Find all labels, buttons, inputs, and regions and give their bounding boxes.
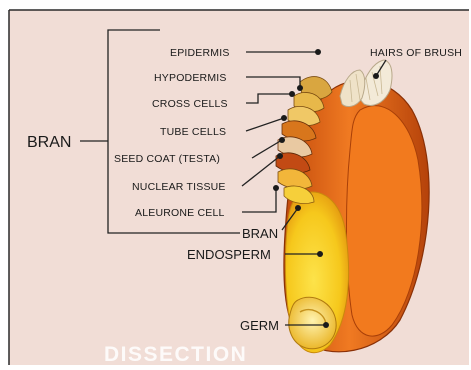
dot-seed-coat xyxy=(279,137,285,143)
label-nuclear-tissue: NUCLEAR TISSUE xyxy=(132,181,226,193)
dot-nuclear-tissue xyxy=(277,153,283,159)
label-bran: BRAN xyxy=(242,226,278,241)
dot-hypodermis xyxy=(297,85,303,91)
dot-cross-cells xyxy=(289,91,295,97)
watermark-dissection: DISSECTION xyxy=(104,343,247,366)
dot-hairs xyxy=(373,73,379,79)
label-seed-coat: SEED COAT (TESTA) xyxy=(114,153,220,165)
label-hypodermis: HYPODERMIS xyxy=(154,72,227,84)
label-germ: GERM xyxy=(240,318,279,333)
dot-germ xyxy=(323,322,329,328)
dot-bran xyxy=(295,205,301,211)
dot-tube-cells xyxy=(281,115,287,121)
dot-endosperm xyxy=(317,251,323,257)
label-tube-cells: TUBE CELLS xyxy=(160,126,226,138)
label-hairs-of-brush: HAIRS OF BRUSH xyxy=(370,47,462,59)
label-aleurone-cell: ALEURONE CELL xyxy=(135,207,225,219)
label-cross-cells: CROSS CELLS xyxy=(152,98,228,110)
dot-epidermis xyxy=(315,49,321,55)
label-endosperm: ENDOSPERM xyxy=(187,247,271,262)
dot-aleurone xyxy=(273,185,279,191)
label-bran-group: BRAN xyxy=(27,134,71,151)
label-epidermis: EPIDERMIS xyxy=(170,47,230,59)
